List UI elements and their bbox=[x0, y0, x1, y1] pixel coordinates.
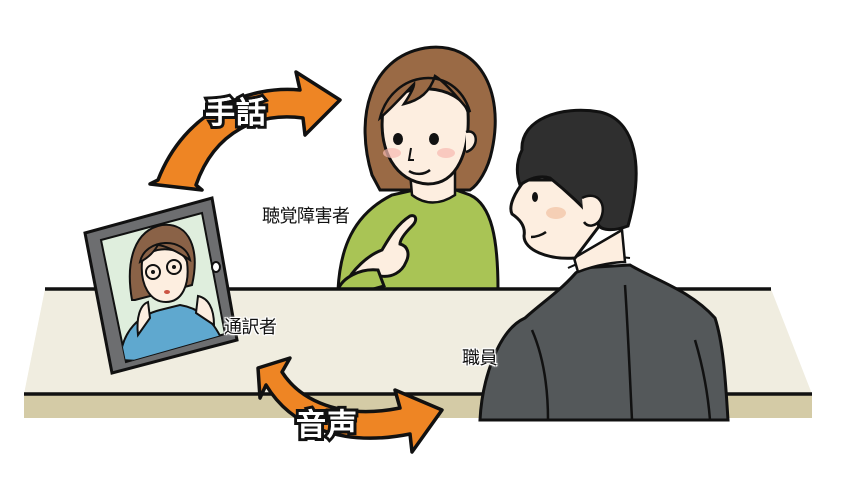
interpreter-label: 通訳者 bbox=[224, 317, 277, 338]
staff-label: 職員 bbox=[462, 348, 498, 369]
sign-language-label: 手話 手話 bbox=[202, 93, 269, 134]
voice-label: 音声 音声 bbox=[293, 405, 360, 446]
interpreter-figure bbox=[118, 223, 225, 362]
tablet-device bbox=[83, 196, 239, 375]
voice-arrow bbox=[256, 356, 444, 454]
deaf-person-label: 聴覚障害者 bbox=[262, 206, 350, 227]
deaf-person-figure bbox=[335, 45, 500, 292]
staff-figure bbox=[478, 108, 730, 422]
sign-language-arrow bbox=[148, 70, 342, 192]
